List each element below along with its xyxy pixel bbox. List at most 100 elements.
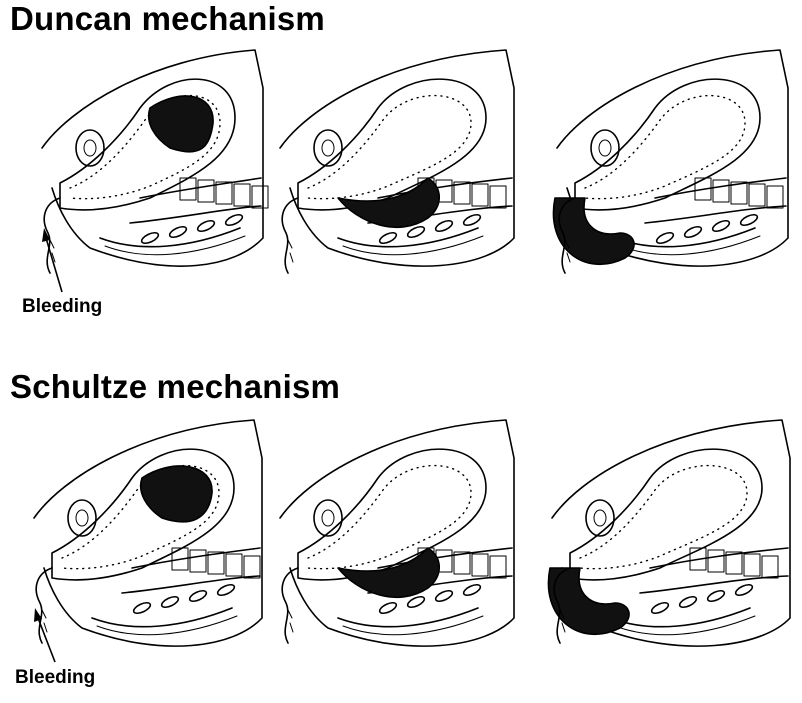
vertebra-shape	[748, 183, 766, 207]
bladder-shape	[313, 129, 343, 167]
colon-pocket-shape	[378, 231, 398, 245]
colon-pocket-shape	[160, 595, 180, 609]
uterus-muscle-texture	[579, 464, 748, 570]
body-outline	[33, 419, 263, 647]
blood-drip-marks	[49, 239, 56, 263]
sacrum-line	[139, 177, 262, 199]
uterus-outer-wall	[574, 78, 761, 211]
duncan-stage-2-illustration	[279, 49, 515, 274]
colon-pocket-shape	[683, 225, 703, 239]
colon-pocket-shape	[739, 213, 759, 227]
umbilical-cord	[35, 567, 53, 644]
vertebra-shape	[471, 553, 489, 577]
colon-pocket-shape	[224, 213, 244, 227]
bladder-shape	[75, 129, 105, 167]
sacrum-line	[377, 177, 513, 199]
duncan-bleeding-label: Bleeding	[22, 296, 103, 317]
schultze-stage-3-illustration	[547, 419, 791, 647]
perineum-line	[91, 607, 233, 628]
uterus-muscle-texture	[307, 94, 472, 200]
vertebra-shape	[489, 185, 507, 209]
colon-pocket-shape	[434, 589, 454, 603]
vertebra-shape	[171, 547, 189, 571]
blood-drip-marks	[41, 609, 48, 633]
colon-pocket-shape	[462, 213, 482, 227]
duncan-mechanism-title: Duncan mechanism	[10, 0, 325, 37]
vertebrae-group	[179, 177, 269, 209]
schultze-mechanism-title: Schultze mechanism	[10, 368, 341, 405]
colon-pocket-shape	[711, 219, 731, 233]
vertebra-shape	[707, 549, 725, 573]
bladder-shape	[590, 129, 620, 167]
colon-pocket-shape	[406, 595, 426, 609]
vertebra-shape	[725, 551, 743, 575]
colon-pocket-shape	[216, 583, 236, 597]
umbilical-cord	[558, 197, 576, 274]
vertebrae-group	[694, 177, 784, 209]
vertebra-shape	[489, 555, 507, 579]
bladder-inner-shape	[593, 509, 607, 527]
colon-pocket-shape	[168, 225, 188, 239]
colon-pocket-shape	[434, 219, 454, 233]
uterus-outer-wall	[569, 448, 763, 581]
schultze-stage-2-illustration	[279, 419, 515, 647]
vertebra-shape	[197, 179, 215, 203]
rectum-line	[644, 205, 787, 224]
perineum-line	[99, 227, 241, 248]
colon-pocket-shape	[655, 231, 675, 245]
placenta-shape	[337, 177, 441, 228]
bladder-inner-shape	[598, 139, 612, 157]
vertebra-shape	[225, 553, 243, 577]
duncan-stage-3-illustration	[552, 49, 789, 274]
body-outline	[279, 419, 515, 647]
sacrum-line	[377, 547, 513, 569]
colon-pocket-shape	[132, 601, 152, 615]
vertebra-shape	[189, 549, 207, 573]
vertebrae-group	[689, 547, 779, 579]
bladder-shape	[313, 499, 343, 537]
blood-drip-marks	[287, 609, 294, 633]
vertebra-shape	[743, 553, 761, 577]
perineum-inner-line	[614, 615, 756, 636]
sacrum-line	[649, 547, 789, 569]
umbilical-cord	[281, 197, 299, 274]
bladder-inner-shape	[321, 139, 335, 157]
schultze-stage-1-illustration	[33, 419, 263, 647]
perineum-inner-line	[619, 235, 761, 256]
perineum-inner-line	[96, 615, 238, 636]
colon-pocket-shape	[196, 219, 216, 233]
duncan-stage-1-illustration	[41, 49, 269, 274]
colon-pocket-shape	[378, 601, 398, 615]
vertebra-shape	[243, 555, 261, 579]
rectum-line	[121, 575, 261, 594]
vertebra-shape	[453, 181, 471, 205]
body-outline	[279, 49, 515, 267]
umbilical-cord	[553, 567, 571, 644]
colon-pocket-shape	[140, 231, 160, 245]
bladder-inner-shape	[83, 139, 97, 157]
uterus-muscle-texture	[584, 94, 746, 200]
vertebra-shape	[233, 183, 251, 207]
perineum-inner-line	[342, 615, 484, 636]
vertebra-shape	[712, 179, 730, 203]
colon-pocket-shape	[650, 601, 670, 615]
vertebra-shape	[766, 185, 784, 209]
colon-pocket-shape	[462, 583, 482, 597]
sacrum-line	[131, 547, 261, 569]
blood-drip-marks	[564, 239, 571, 263]
bladder-shape	[67, 499, 97, 537]
perineum-line	[337, 607, 479, 628]
placenta-shape	[337, 547, 441, 598]
uterus-outer-wall	[51, 448, 235, 581]
blood-drip-marks	[559, 609, 566, 633]
uterus-outer-wall	[59, 78, 236, 211]
uterus-outer-wall	[297, 448, 487, 581]
perineum-inner-line	[342, 235, 484, 256]
vertebra-shape	[761, 555, 779, 579]
uterus-outer-wall	[297, 78, 487, 211]
schultze-bleeding-arrow	[34, 608, 56, 663]
perineum-inner-line	[104, 235, 246, 256]
colon-pocket-shape	[188, 589, 208, 603]
placenta-shape	[140, 465, 213, 523]
bladder-inner-shape	[321, 509, 335, 527]
